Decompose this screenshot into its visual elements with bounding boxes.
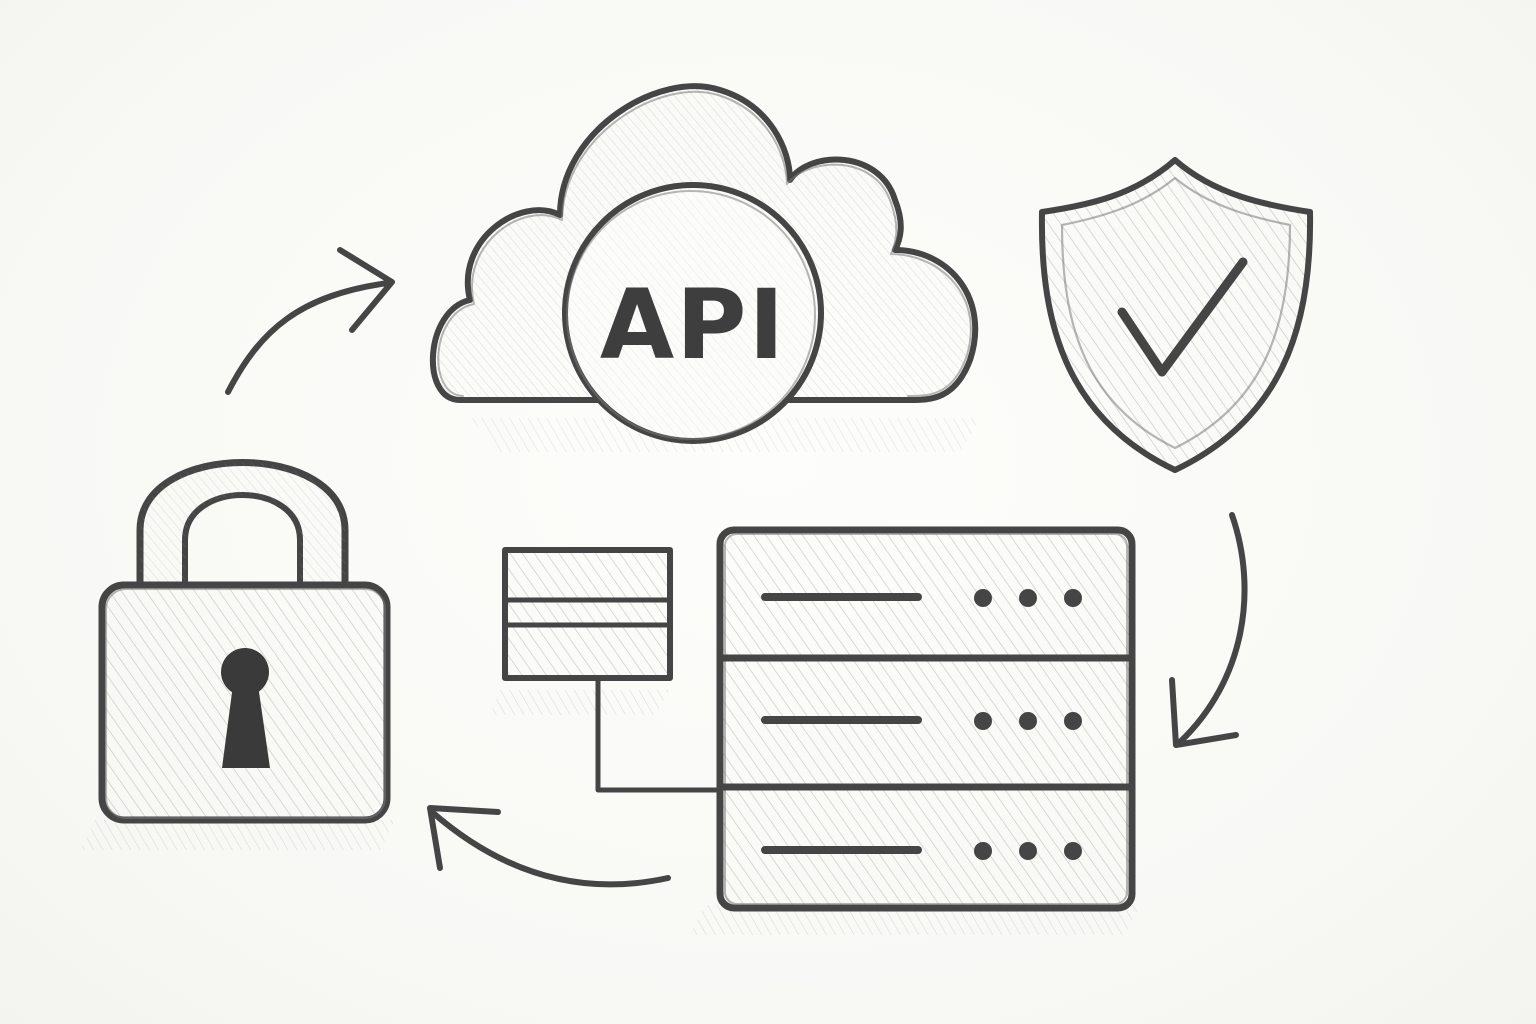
- server-unit: [761, 589, 1082, 607]
- check-mark-icon: [1117, 257, 1248, 377]
- arrow-lock-to-api: [225, 247, 395, 395]
- table-connector: [595, 675, 723, 793]
- api-label: API: [600, 269, 786, 381]
- padlock-icon: [80, 459, 395, 850]
- server-unit: [761, 712, 1082, 730]
- server-rack-icon: [690, 526, 1140, 935]
- arrow-shield-to-server: [1169, 512, 1248, 748]
- arrow-server-to-lock: [427, 805, 671, 888]
- server-unit: [761, 842, 1082, 860]
- shield-check-icon: [1038, 157, 1314, 473]
- data-table-icon: [490, 547, 723, 793]
- keyhole-icon: [221, 648, 270, 768]
- api-badge: API: [562, 182, 824, 444]
